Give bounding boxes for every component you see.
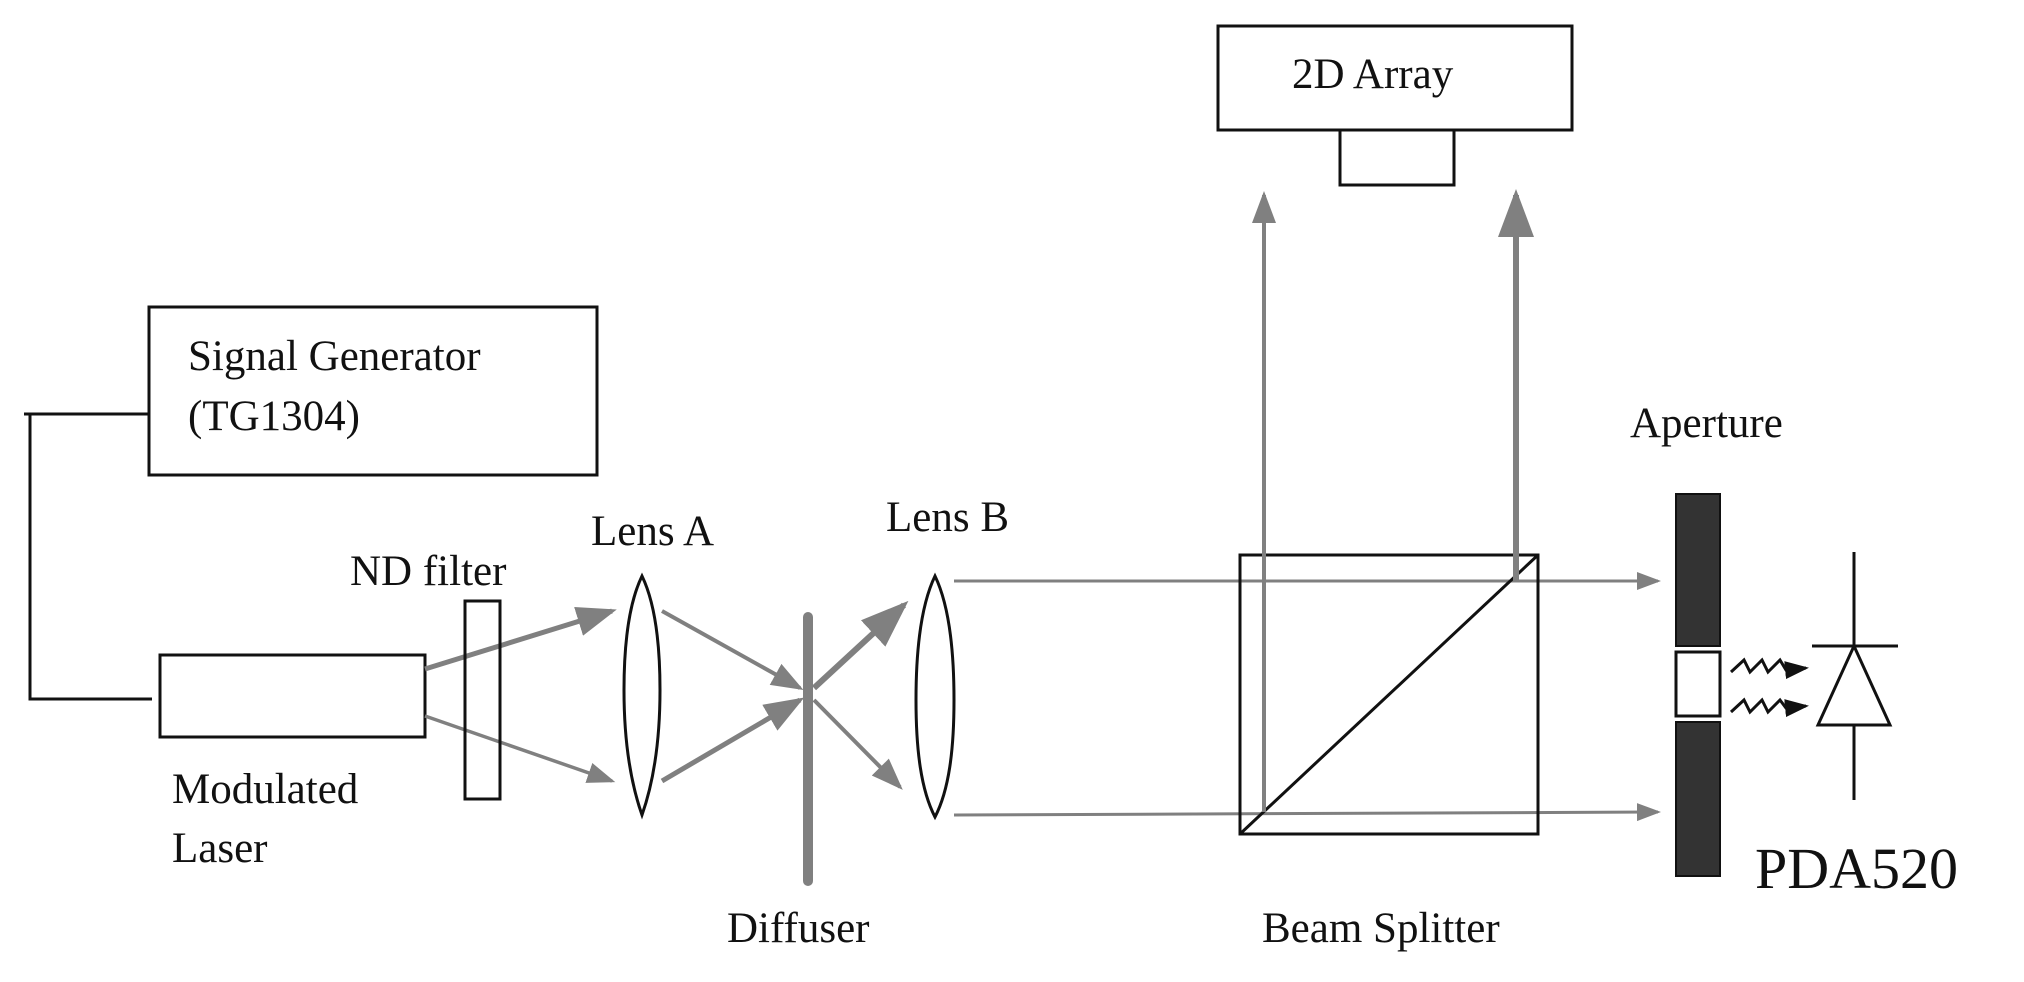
beam-laser-to-lens-a-upper bbox=[424, 607, 617, 672]
aperture-label: Aperture bbox=[1630, 400, 1783, 447]
lens-b-label: Lens B bbox=[886, 494, 1009, 541]
photodetector-label: PDA520 bbox=[1755, 836, 1958, 901]
2d-array-label: 2D Array bbox=[1292, 51, 1454, 98]
2d-array-lens-mount bbox=[1338, 128, 1456, 187]
nd-filter-label: ND filter bbox=[350, 548, 506, 595]
control-wire bbox=[28, 412, 152, 701]
2d-array-box bbox=[1216, 24, 1574, 132]
beam-diffuser-to-lens-b-lower bbox=[812, 698, 903, 790]
light-arrow-lower bbox=[1729, 697, 1809, 718]
aperture-block-bottom bbox=[1675, 721, 1721, 877]
modulated-laser-box bbox=[158, 653, 427, 739]
signal-generator-box bbox=[147, 305, 599, 477]
lens-b bbox=[914, 572, 956, 821]
beam-lens-a-to-diffuser-lower bbox=[660, 697, 805, 784]
diffuser-label: Diffuser bbox=[727, 905, 870, 952]
beam-splitter-diagonal bbox=[1238, 553, 1540, 836]
aperture-opening bbox=[1674, 650, 1722, 718]
beam-laser-to-lens-a-lower bbox=[424, 714, 616, 783]
modulated-laser-label-line2: Laser bbox=[172, 825, 268, 872]
beam-diffuser-to-lens-b-upper bbox=[811, 600, 909, 691]
photodiode-icon bbox=[1812, 552, 1898, 800]
nd-filter bbox=[463, 599, 502, 801]
aperture-block-top bbox=[1675, 493, 1721, 647]
lens-a bbox=[622, 572, 662, 820]
signal-generator-model-label: (TG1304) bbox=[188, 393, 360, 440]
light-arrow-upper bbox=[1729, 657, 1809, 680]
nd-filter-front bbox=[463, 599, 502, 801]
modulated-laser-label: Modulated bbox=[172, 766, 358, 813]
beam-splitter-label: Beam Splitter bbox=[1262, 905, 1500, 952]
beam-collimated-lower bbox=[953, 803, 1661, 822]
signal-generator-label: Signal Generator bbox=[188, 333, 481, 380]
beam-splitter bbox=[1238, 553, 1540, 836]
beam-lens-a-to-diffuser-upper bbox=[661, 609, 804, 690]
lens-a-label: Lens A bbox=[591, 508, 714, 555]
